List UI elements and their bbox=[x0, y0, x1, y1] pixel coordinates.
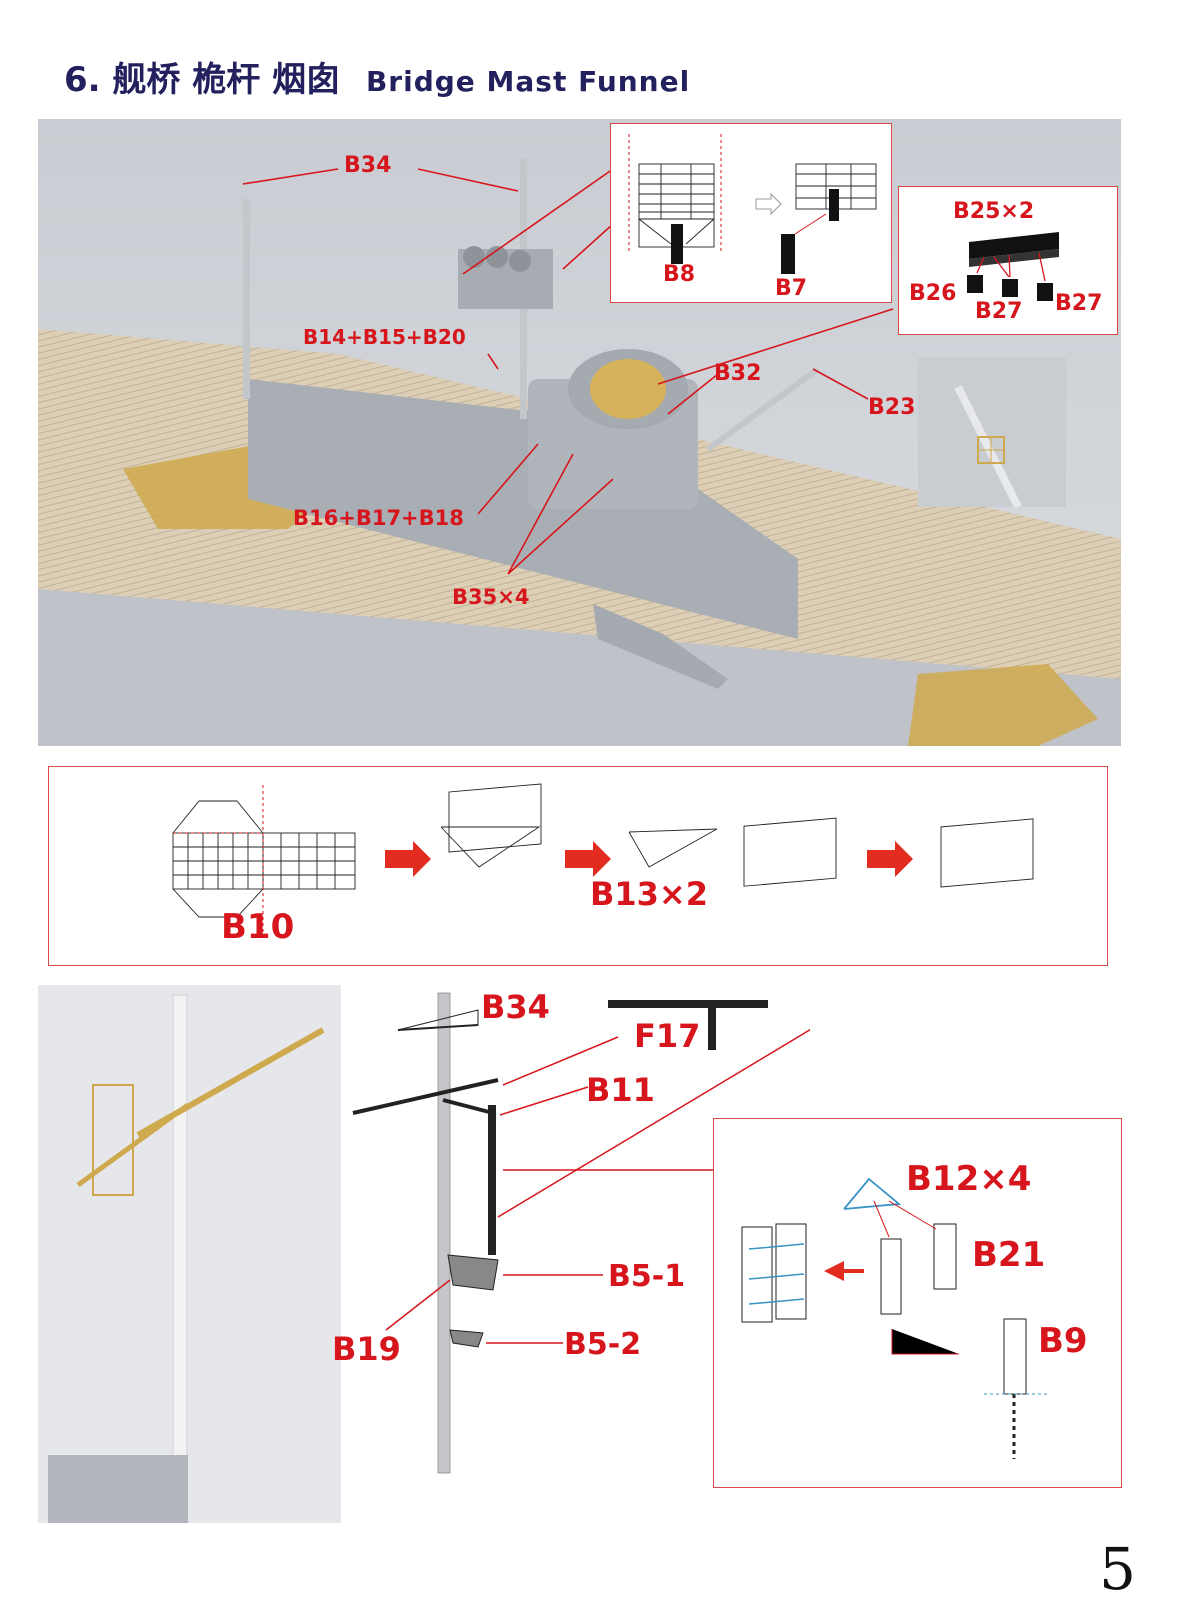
label-f17: F17 bbox=[634, 1017, 701, 1055]
ship-photo-top: B34 B14+B15+B20 B16+B17+B18 B35×4 B32 B2… bbox=[38, 119, 1121, 746]
section-number: 6. bbox=[64, 60, 101, 100]
label-b21: B21 bbox=[972, 1235, 1046, 1275]
inset-b8-b7: B8 B7 bbox=[610, 123, 892, 303]
page-title: 6. 舰桥 桅杆 烟囱 Bridge Mast Funnel bbox=[64, 52, 690, 101]
title-chinese: 舰桥 桅杆 烟囱 bbox=[112, 60, 341, 100]
label-b27-b: B27 bbox=[1055, 291, 1103, 316]
label-b27-a: B27 bbox=[975, 299, 1023, 324]
mast-diagram: B34 F17 B11 B5-1 B19 B5-2 bbox=[332, 964, 919, 1485]
title-english: Bridge Mast Funnel bbox=[365, 65, 691, 98]
label-b7: B7 bbox=[775, 276, 808, 301]
label-b8: B8 bbox=[663, 262, 696, 287]
mast-assembly-drawing bbox=[352, 964, 919, 1474]
label-b10: B10 bbox=[221, 907, 295, 947]
page-number: 5 bbox=[1099, 1535, 1136, 1603]
label-b23: B23 bbox=[868, 395, 916, 420]
label-b9: B9 bbox=[1038, 1321, 1088, 1361]
b12-b21-b9-diagram bbox=[741, 1177, 1049, 1459]
label-b5-1: B5-1 bbox=[608, 1259, 686, 1294]
b23-detail-photo bbox=[918, 357, 1066, 509]
label-b26: B26 bbox=[909, 281, 957, 306]
inset-b25-b27: B25×2 B26 B27 B27 bbox=[898, 186, 1118, 335]
panel-b10-b13: B10 B13×2 bbox=[48, 766, 1108, 966]
label-b16-b17-b18: B16+B17+B18 bbox=[293, 506, 464, 530]
label-b35: B35×4 bbox=[452, 585, 530, 609]
label-b25: B25×2 bbox=[953, 199, 1035, 224]
b25-b27-diagram bbox=[967, 232, 1059, 301]
label-b13: B13×2 bbox=[590, 875, 708, 913]
panel-b12-b21-b9: B12×4 B21 B9 bbox=[713, 1118, 1122, 1488]
label-b19: B19 bbox=[332, 1330, 401, 1368]
label-b11: B11 bbox=[586, 1071, 655, 1109]
label-b34-top: B34 bbox=[344, 153, 392, 178]
label-b32: B32 bbox=[714, 361, 762, 386]
label-b5-2: B5-2 bbox=[564, 1327, 642, 1362]
b23-detail-illustration bbox=[954, 385, 1022, 509]
mast-photo-illustration bbox=[38, 985, 341, 1523]
mast-photo-bottom bbox=[38, 985, 341, 1523]
label-b14-b15-b20: B14+B15+B20 bbox=[303, 325, 466, 349]
label-b12: B12×4 bbox=[906, 1159, 1032, 1199]
label-b34-mast: B34 bbox=[481, 988, 550, 1026]
b8-b7-fold-diagram bbox=[628, 134, 877, 274]
b10-b13-fold-diagram bbox=[172, 783, 1034, 937]
